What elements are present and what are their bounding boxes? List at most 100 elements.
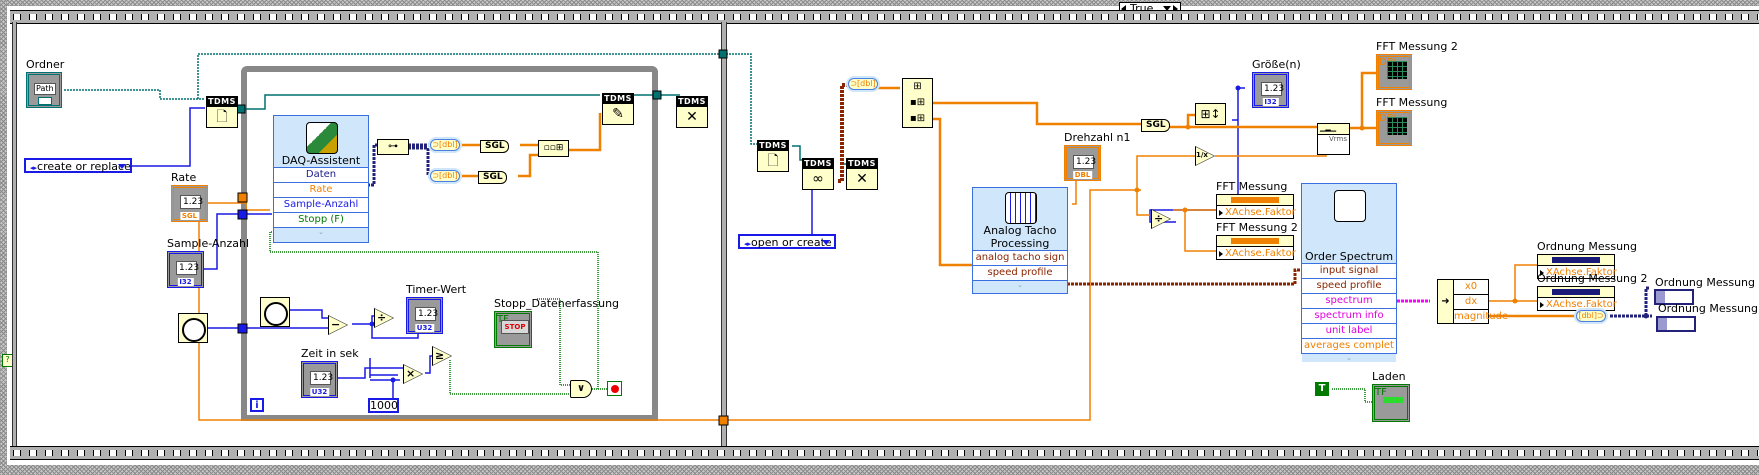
index-array-node[interactable]: ⊞▪⊞▪⊞: [902, 78, 933, 128]
timer-wert-indicator: 1.23 U32: [406, 297, 443, 334]
greater-or-equal-node[interactable]: ≥: [432, 346, 454, 368]
order-spectrum-icon: [1334, 190, 1366, 222]
tdms-open-node[interactable]: TDMS 🗋: [206, 96, 238, 128]
fft-messung-graph-label: FFT Messung: [1376, 96, 1448, 109]
new-file-icon: 🗋: [216, 109, 228, 125]
daq-terminal-stopp[interactable]: Stopp (F): [274, 212, 368, 227]
analog-tacho-processing-vi[interactable]: Analog Tacho Processing analog tacho sig…: [972, 187, 1068, 294]
from-dynamic-data-2[interactable]: ⊃[dbl]: [430, 170, 460, 182]
open-mode-enum-open-or-create[interactable]: ◂▸open or create: [738, 234, 836, 249]
decrement-arrow-icon[interactable]: [1121, 5, 1126, 13]
tdms-close-node-1[interactable]: TDMS ✕: [676, 96, 708, 128]
expand-chevron-icon[interactable]: ⌄: [274, 227, 368, 236]
wire-ch2: [930, 117, 972, 267]
tdms-open-node-2[interactable]: TDMS 🗋: [757, 140, 789, 172]
expand-chevron-icon[interactable]: ⌄: [973, 280, 1067, 289]
rate-control[interactable]: 1.23 SGL: [171, 185, 208, 222]
dropdown-icon[interactable]: [1163, 6, 1171, 11]
order-terminal-input-signal[interactable]: input signal: [1302, 263, 1396, 278]
daq-terminal-daten[interactable]: Daten: [274, 167, 368, 182]
from-dynamic-data-1[interactable]: ⊃[dbl]: [430, 139, 460, 151]
daq-terminal-rate[interactable]: Rate: [274, 182, 368, 197]
fft-messung-2-property-label: FFT Messung 2: [1216, 221, 1298, 234]
or-node[interactable]: ∨: [570, 380, 592, 398]
junction: [1235, 85, 1241, 91]
order-terminal-averages-completed[interactable]: averages complet: [1302, 338, 1396, 353]
from-dynamic-data-3[interactable]: ⊃[dbl]: [848, 78, 878, 90]
stopp-datenerfassung-label: Stopp_Datenerfassung: [494, 297, 620, 310]
unbundle-by-name-node[interactable]: ➜ x0 dx magnitude: [1437, 279, 1509, 324]
subtract-node[interactable]: −: [328, 315, 350, 337]
tunnel: [236, 104, 246, 114]
ordner-path-control[interactable]: Path: [26, 72, 62, 108]
laden-led-indicator: TF: [1372, 384, 1410, 422]
tdms-write-node[interactable]: TDMS ✎: [602, 93, 634, 125]
to-dynamic-data[interactable]: [dbl]⊃: [1576, 310, 1606, 322]
divide-node-2[interactable]: ÷: [1151, 209, 1173, 231]
wire-fftdiv: [1173, 209, 1218, 252]
to-sgl-3[interactable]: SGL: [1141, 119, 1170, 132]
order-terminal-unit-label[interactable]: unit label: [1302, 323, 1396, 338]
tdms-read-node[interactable]: TDMS ∞: [802, 158, 834, 190]
sample-anzahl-control[interactable]: 1.23 I32: [167, 251, 204, 288]
daq-card-icon: [306, 122, 338, 154]
split-signals-node[interactable]: ⊶: [377, 139, 409, 155]
tdms-close-node-2[interactable]: TDMS ✕: [846, 158, 878, 190]
ordnung-messung-2-property-node[interactable]: XAchse.Faktor: [1537, 286, 1617, 311]
pencil-icon: ✎: [612, 106, 624, 122]
enum-arrows-icon: ◂▸: [744, 240, 752, 248]
multiply-node[interactable]: ×: [403, 364, 425, 386]
loop-condition-stop-terminal[interactable]: [607, 381, 622, 396]
increment-arrow-icon[interactable]: [1173, 5, 1178, 13]
unbundle-field-dx[interactable]: dx: [1454, 295, 1488, 310]
unbundle-field-magnitude[interactable]: magnitude: [1454, 311, 1509, 322]
order-terminal-spectrum[interactable]: spectrum: [1302, 293, 1396, 308]
unbundle-field-x0[interactable]: x0: [1454, 280, 1488, 295]
ordnung-messung-2-graph-label: Ordnung Messung 2: [1655, 276, 1759, 289]
stopp-datenerfassung-button[interactable]: STOP TF: [494, 311, 532, 348]
graph-icon: [1387, 117, 1407, 135]
groesse-n-indicator: 1.23 I32: [1252, 72, 1289, 108]
clock-icon: [264, 302, 288, 326]
led-icon: [1383, 397, 1403, 403]
ordnung-messung-property-node[interactable]: XAchse.Faktor: [1537, 254, 1617, 279]
reciprocal-node[interactable]: 1/x: [1195, 146, 1217, 168]
daq-terminal-sample-anzahl[interactable]: Sample-Anzahl: [274, 197, 368, 212]
spectrum-icon: ▁▂▁: [1318, 124, 1349, 135]
ordnung-messung-graph-label: Ordnung Messung: [1658, 302, 1759, 315]
to-sgl-1[interactable]: SGL: [480, 140, 509, 153]
wire-ch1: [930, 101, 1146, 126]
daq-assistant-vi[interactable]: DAQ-Assistent Daten Rate Sample-Anzahl S…: [273, 115, 369, 243]
order-spectrum-vi[interactable]: Order Spectrum input signal speed profil…: [1301, 183, 1397, 362]
tunnel: [237, 323, 248, 334]
junction: [390, 377, 396, 383]
sequence-bottom-strip: [10, 446, 1759, 460]
dropdown-icon[interactable]: [822, 240, 830, 245]
expand-chevron-icon[interactable]: ⌄: [1302, 353, 1396, 362]
divide-node[interactable]: ÷: [374, 308, 396, 330]
true-constant[interactable]: T: [1315, 382, 1329, 396]
tacho-terminal-speed-profile[interactable]: speed profile: [973, 265, 1067, 280]
wire-timer: [290, 309, 332, 319]
order-terminal-speed-profile[interactable]: speed profile: [1302, 278, 1396, 293]
tick-count-inner[interactable]: [260, 297, 290, 327]
to-sgl-2[interactable]: SGL: [478, 171, 507, 184]
build-array-node[interactable]: ▫▫⊞: [538, 140, 569, 157]
fft-messung-2-graph: DBL: [1376, 54, 1412, 90]
fft-messung-2-property-node[interactable]: XAchse.Faktor: [1216, 235, 1296, 260]
dropdown-icon[interactable]: [118, 164, 126, 169]
fft-messung-property-node[interactable]: XAchse.Faktor: [1216, 194, 1296, 219]
array-size-node[interactable]: ⊞↕: [1195, 103, 1226, 125]
fft-messung-2-graph-label: FFT Messung 2: [1376, 40, 1458, 53]
order-terminal-spectrum-info[interactable]: spectrum info: [1302, 308, 1396, 323]
open-mode-enum-create-or-replace[interactable]: ◂▸create or replace: [24, 158, 132, 173]
ordner-label: Ordner: [26, 58, 65, 71]
tick-count-outer[interactable]: [178, 313, 208, 343]
constant-1000[interactable]: 1000: [368, 398, 399, 413]
wire-enum: [130, 107, 205, 167]
tacho-terminal-analog-tacho-signal[interactable]: analog tacho sign: [973, 250, 1067, 265]
case-structure-border: [0, 0, 1759, 6]
junction: [1182, 207, 1188, 213]
zeit-in-sek-control[interactable]: 1.23 U32: [301, 361, 338, 398]
spectral-measurement-node[interactable]: ▁▂▁ Vrms: [1317, 123, 1350, 155]
